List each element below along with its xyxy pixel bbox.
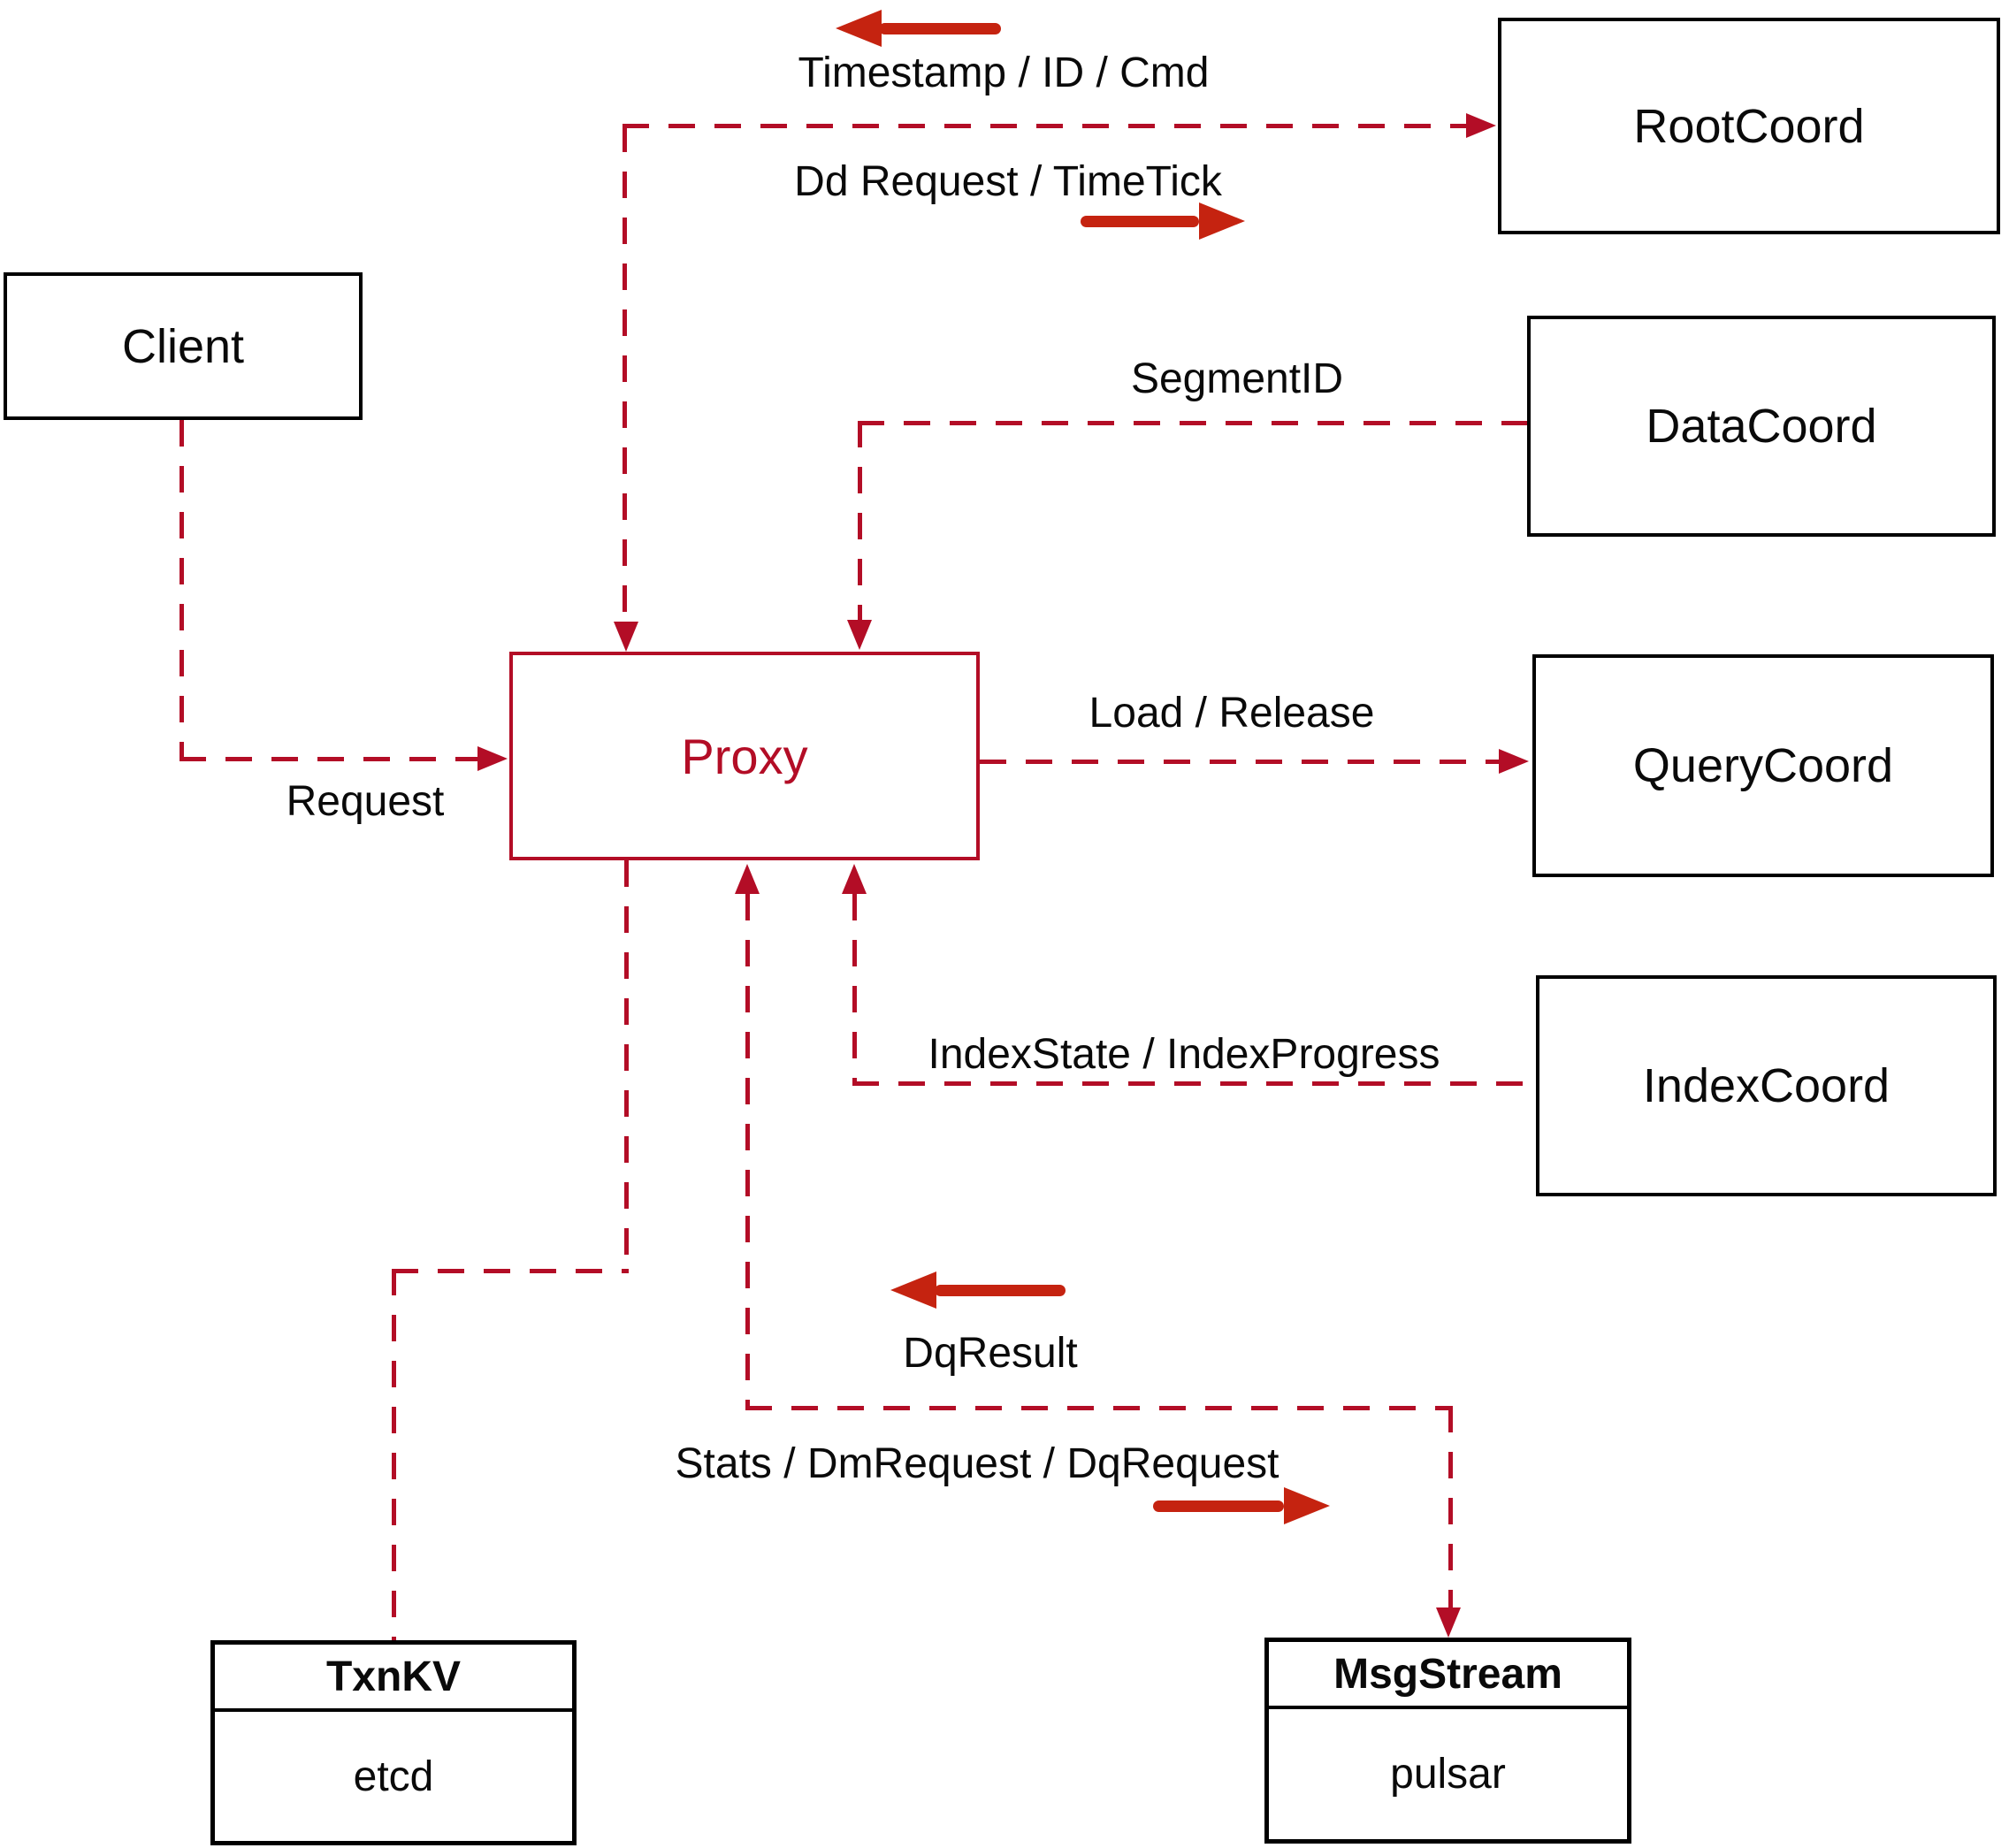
edge-indexcoord-proxy-horizontal — [852, 1081, 1536, 1086]
edge-proxy-querycoord-horizontal — [980, 760, 1499, 764]
right-arrow-head-icon — [1199, 202, 1245, 240]
edge-label-request: Request — [286, 778, 445, 825]
client-node: Client — [4, 272, 363, 420]
txnkv-node: TxnKV etcd — [210, 1640, 577, 1845]
edge-indexcoord-proxy-vertical — [852, 894, 857, 1086]
left-arrow-dqresult-icon — [935, 1285, 1066, 1296]
proxy-node-label: Proxy — [681, 728, 808, 784]
arrowhead-into-proxy-bottom-middle-icon — [735, 864, 760, 894]
proxy-node: Proxy — [509, 652, 980, 860]
msgstream-node-subtitle: pulsar — [1390, 1751, 1506, 1798]
edge-proxy-txnkv-horizontal — [392, 1269, 629, 1273]
arrowhead-into-querycoord-icon — [1499, 749, 1529, 774]
txnkv-node-title: TxnKV — [215, 1645, 572, 1712]
left-arrow-icon — [879, 23, 1001, 34]
client-node-label: Client — [121, 319, 245, 373]
edge-label-stats-dmrequest-dqrequest: Stats / DmRequest / DqRequest — [675, 1440, 1279, 1487]
rootcoord-node-label: RootCoord — [1633, 99, 1865, 153]
edge-datacoord-proxy-horizontal — [858, 421, 1527, 425]
right-arrow-stats-head-icon — [1284, 1487, 1330, 1524]
arrowhead-into-proxy-bottom-right-icon — [842, 864, 867, 894]
msgstream-node: MsgStream pulsar — [1264, 1638, 1631, 1844]
arrowhead-into-proxy-left-icon — [477, 746, 508, 771]
arrowhead-into-msgstream-icon — [1436, 1607, 1461, 1638]
edge-label-load-release: Load / Release — [1089, 690, 1375, 737]
edge-proxy-msgstream-horizontal — [745, 1406, 1452, 1410]
msgstream-node-title: MsgStream — [1269, 1642, 1627, 1709]
arrowhead-into-proxy-top-right-icon — [847, 620, 872, 650]
edge-proxy-msgstream-vertical-1 — [745, 894, 750, 1409]
edge-proxy-txnkv-vertical-1 — [624, 860, 629, 1272]
txnkv-node-subtitle: etcd — [353, 1753, 434, 1800]
left-arrow-head-icon — [836, 10, 882, 47]
querycoord-node: QueryCoord — [1532, 654, 1994, 877]
rootcoord-node: RootCoord — [1498, 18, 2000, 234]
edge-label-timestamp-id-cmd: Timestamp / ID / Cmd — [798, 50, 1210, 96]
edge-proxy-msgstream-vertical-2 — [1448, 1406, 1453, 1607]
arrowhead-into-proxy-top-left-icon — [614, 622, 638, 652]
datacoord-node: DataCoord — [1527, 316, 1996, 537]
edge-client-proxy-horizontal — [180, 757, 477, 761]
edge-label-dqresult: DqResult — [903, 1330, 1078, 1377]
left-arrow-dqresult-head-icon — [890, 1271, 936, 1309]
edge-proxy-rootcoord-horizontal — [623, 124, 1466, 128]
datacoord-node-label: DataCoord — [1646, 400, 1877, 453]
querycoord-node-label: QueryCoord — [1632, 739, 1894, 792]
edge-client-proxy-vertical — [180, 420, 184, 761]
edge-proxy-rootcoord-vertical — [623, 126, 627, 622]
edge-proxy-txnkv-vertical-2 — [392, 1269, 396, 1640]
edge-label-dd-request-timetick: Dd Request / TimeTick — [794, 158, 1222, 205]
indexcoord-node-label: IndexCoord — [1642, 1059, 1891, 1112]
right-arrow-stats-icon — [1153, 1501, 1284, 1512]
indexcoord-node: IndexCoord — [1536, 975, 1997, 1196]
edge-label-segmentid: SegmentID — [1130, 355, 1344, 402]
edge-label-indexstate-indexprogress: IndexState / IndexProgress — [928, 1031, 1440, 1078]
edge-datacoord-proxy-vertical — [858, 421, 862, 620]
right-arrow-icon — [1081, 216, 1199, 227]
arrowhead-into-rootcoord-icon — [1466, 113, 1496, 138]
